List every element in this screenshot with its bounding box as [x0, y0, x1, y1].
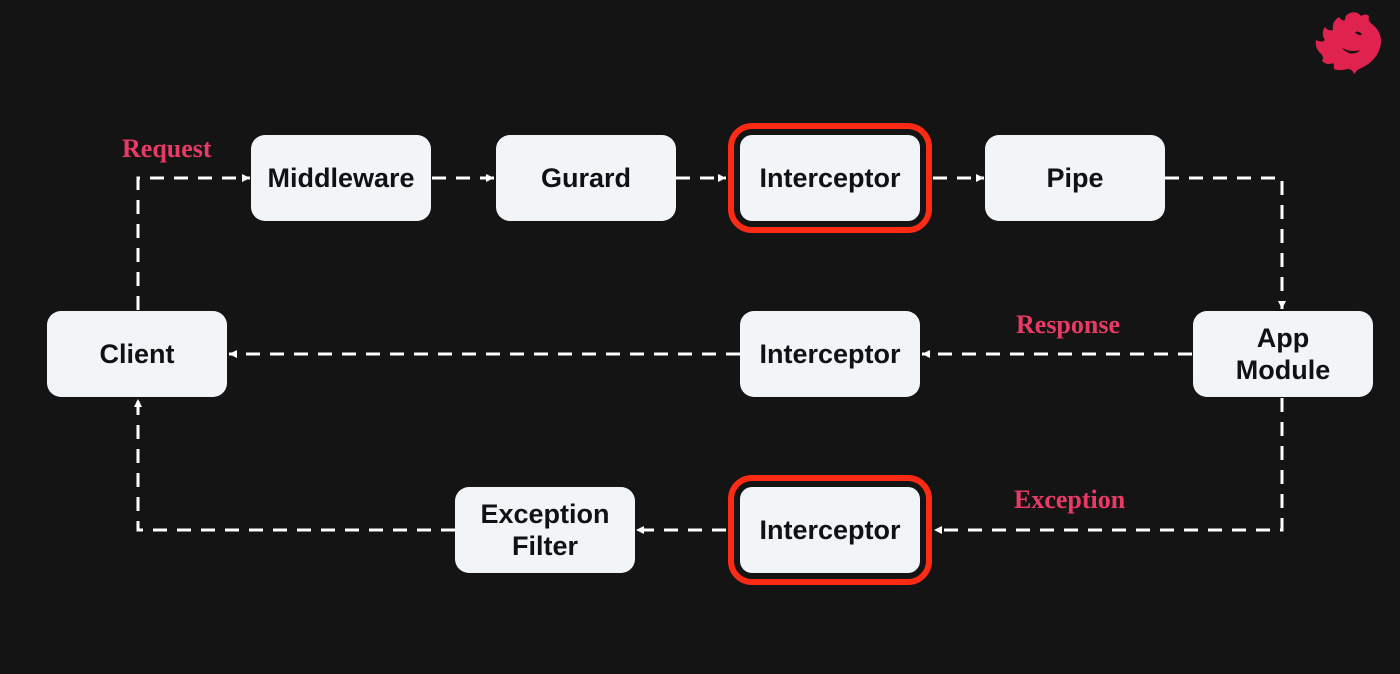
interceptor-exception-node: Interceptor	[728, 475, 932, 585]
guard-node: Gurard	[496, 135, 676, 221]
exception-filter-label-line2: Filter	[511, 531, 578, 561]
app-module-label-line2: Module	[1235, 355, 1331, 385]
middleware-node: Middleware	[251, 135, 431, 221]
edge-app-module-to-interceptor-exception	[934, 398, 1284, 534]
interceptor-exception-label: Interceptor	[759, 515, 901, 545]
guard-label: Gurard	[540, 163, 632, 193]
exception-filter-label-line1: Exception	[480, 499, 610, 529]
exception-label: Exception	[1014, 485, 1126, 514]
pipe-label: Pipe	[1046, 163, 1104, 193]
middleware-label: Middleware	[267, 163, 415, 193]
app-module-label-line1: App	[1256, 323, 1310, 353]
edge-pipe-to-app-module	[1165, 176, 1286, 309]
pipe-node: Pipe	[985, 135, 1165, 221]
interceptor-request-node: Interceptor	[728, 123, 932, 233]
interceptor-request-label: Interceptor	[759, 163, 901, 193]
edge-client-to-middleware	[136, 174, 250, 310]
response-label: Response	[1016, 310, 1121, 339]
edge-exception-filter-to-client	[134, 399, 455, 532]
interceptor-response-node: Interceptor	[740, 311, 920, 397]
request-label: Request	[122, 134, 212, 163]
exception-filter-node: Exception Filter	[455, 487, 635, 573]
interceptor-response-label: Interceptor	[759, 339, 901, 369]
client-label: Client	[99, 339, 175, 369]
nestjs-logo-icon	[1315, 12, 1381, 74]
app-module-node: App Module	[1193, 311, 1373, 397]
client-node: Client	[47, 311, 227, 397]
